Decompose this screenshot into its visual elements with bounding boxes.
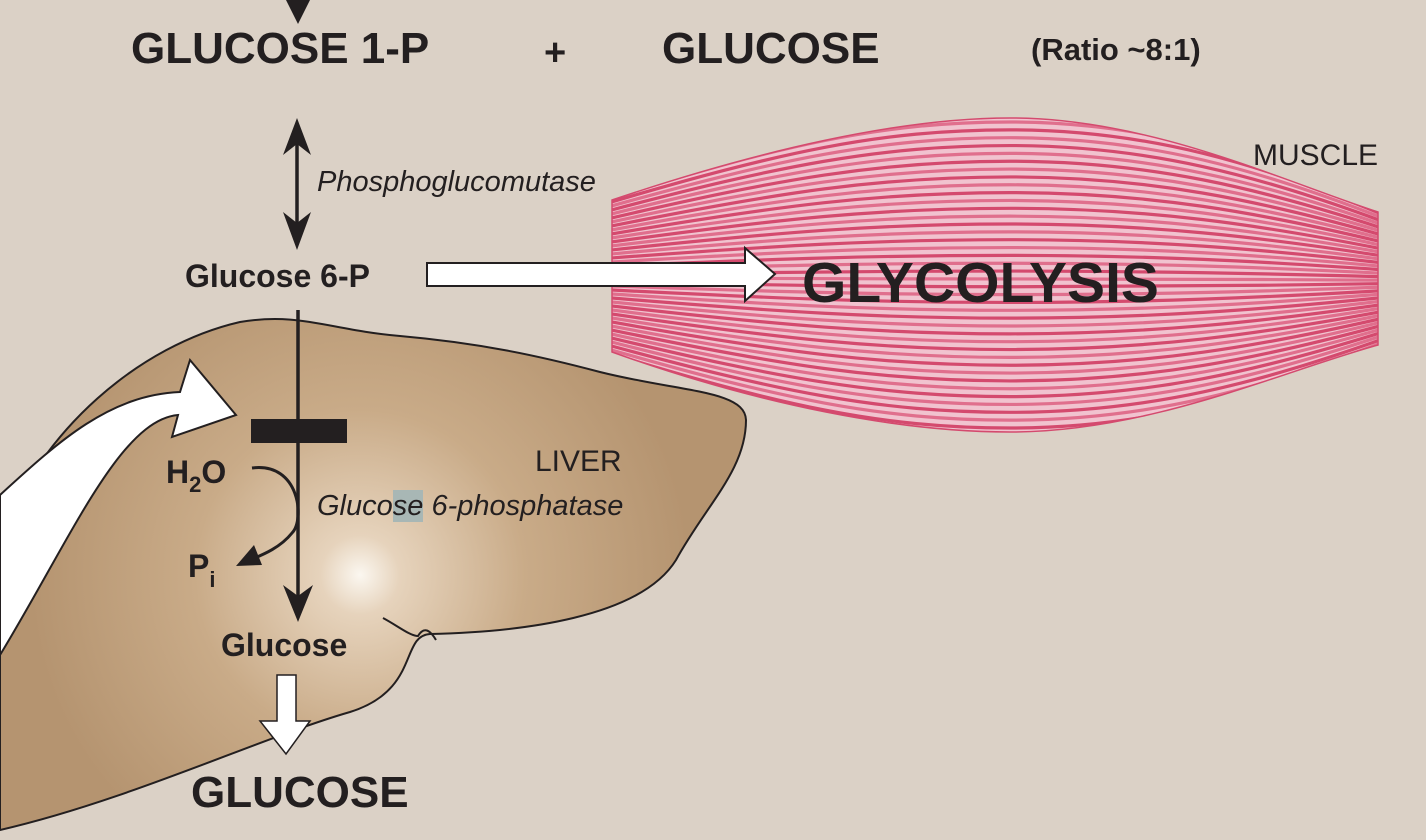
phosphate-subscript: i	[209, 567, 216, 592]
muscle-fiber-strand	[612, 309, 1378, 352]
liver-shape	[0, 318, 748, 832]
phosphate-p: P	[188, 548, 210, 584]
muscle-fibers	[612, 118, 1378, 432]
muscle-fiber-strand	[612, 322, 1378, 383]
glucose-1p-label: GLUCOSE 1-P	[131, 24, 430, 73]
muscle-fiber-strand	[612, 326, 1378, 391]
mutase-arrowhead-up	[283, 118, 311, 155]
muscle-fiber-strand	[612, 206, 1378, 252]
muscle-outline	[611, 117, 1379, 433]
muscle-fiber-strand	[612, 319, 1378, 375]
blood-glucose-label: GLUCOSE	[191, 768, 409, 817]
phosphatase-arrowhead	[283, 585, 313, 622]
muscle-fiber-strand	[612, 305, 1378, 344]
muscle-fiber-strand	[612, 198, 1378, 248]
liver-label: LIVER	[535, 445, 622, 478]
ratio-label: (Ratio ~8:1)	[1031, 32, 1201, 67]
muscle-fiber-strand	[612, 136, 1378, 221]
plus-sign: +	[544, 32, 567, 74]
glucose-6p-label: Glucose 6-P	[185, 258, 370, 294]
phosphatase-text-a: Gluco	[317, 490, 393, 522]
muscle-fiber-strand	[612, 159, 1378, 231]
muscle-fiber-strand	[612, 151, 1378, 228]
glucose-6-phosphatase-label: Glucose 6-phosphatase	[317, 490, 624, 522]
muscle-fiber-strand	[612, 167, 1378, 234]
muscle-fiber-strand	[612, 295, 1378, 320]
glucose-product-label: GLUCOSE	[662, 24, 880, 73]
muscle-fiber-strand	[612, 316, 1378, 367]
muscle-fiber-strand	[612, 333, 1378, 407]
incoming-arrowhead	[286, 0, 310, 24]
muscle-fiber-strand	[612, 238, 1378, 265]
phosphoglucomutase-label: Phosphoglucomutase	[317, 166, 596, 198]
muscle-fiber-strand	[612, 175, 1378, 238]
muscle-fiber-strand	[612, 329, 1378, 399]
mutase-arrowhead-down	[283, 212, 311, 250]
glycolysis-label: GLYCOLYSIS	[802, 251, 1159, 315]
water-h: H	[166, 454, 190, 490]
phosphatase-text-highlight: se	[392, 490, 424, 522]
muscle-fiber-strand	[612, 312, 1378, 359]
pi-arrowhead	[236, 545, 262, 566]
water-phosphate-arrow	[249, 466, 300, 562]
glucose-label: Glucose	[221, 627, 348, 663]
phosphate-label: Pi	[188, 548, 215, 591]
muscle-label: MUSCLE	[1253, 139, 1379, 172]
release-arrow	[258, 674, 312, 756]
water-label: H2O	[166, 454, 227, 496]
liver-fissure	[382, 617, 437, 641]
membrane-bar	[251, 419, 347, 443]
muscle-fiber-strand	[612, 336, 1378, 414]
muscle-fiber-strand	[612, 183, 1378, 241]
large-curved-arrow	[0, 357, 238, 657]
water-subscript: 2	[189, 472, 202, 497]
muscle-fiber-strand	[612, 291, 1378, 312]
muscle-fiber-strand	[612, 214, 1378, 255]
muscle-fiber-strand	[612, 302, 1378, 336]
phosphatase-text-b: 6-phosphatase	[423, 490, 624, 522]
water-o: O	[201, 454, 227, 490]
muscle-fiber-strand	[612, 299, 1378, 328]
muscle-fiber-strand	[612, 191, 1378, 245]
glycolysis-arrow	[426, 245, 777, 304]
muscle-fiber-strand	[612, 230, 1378, 262]
muscle-fiber-strand	[612, 143, 1378, 224]
muscle-fiber-strand	[612, 222, 1378, 258]
